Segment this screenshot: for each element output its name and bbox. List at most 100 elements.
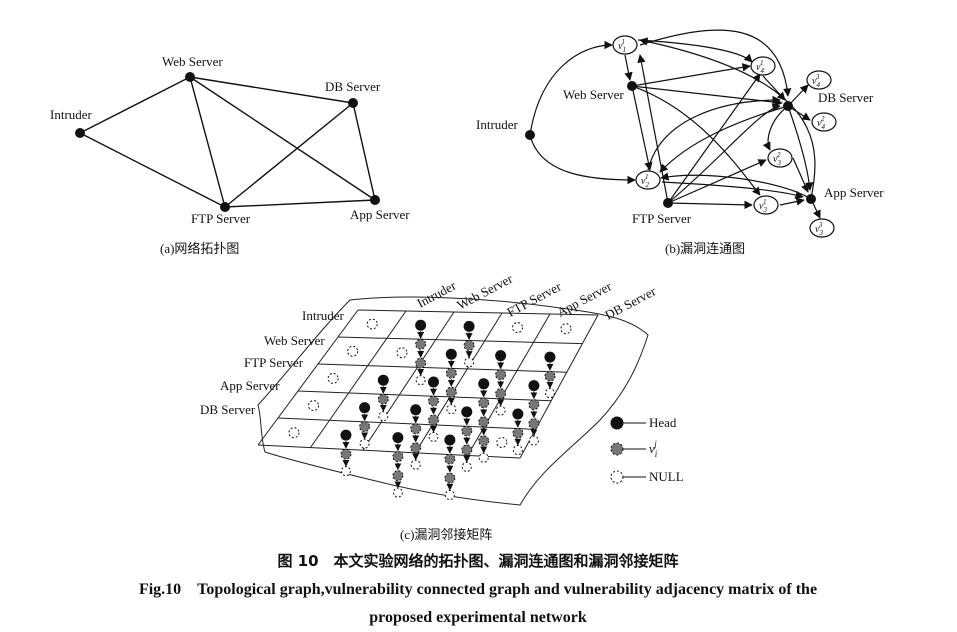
cell-head [478, 378, 490, 390]
edge-db-v21 [659, 105, 789, 173]
cell-vuln [528, 399, 540, 411]
vuln-node: v42 [811, 112, 837, 132]
cell-tail-null [478, 452, 489, 463]
matrix-col-line [309, 310, 407, 448]
edge-v31-app [779, 197, 805, 206]
row-header-ftp-server: FTP Server [244, 355, 304, 370]
cell-vuln [463, 339, 475, 351]
cell-tail-null [464, 357, 475, 368]
vuln-label: v41 [756, 59, 764, 75]
label-b-intruder: Intruder [476, 117, 519, 132]
matrix-cells [288, 318, 572, 501]
cell-vuln [444, 453, 456, 465]
cell-tail-null [446, 404, 457, 415]
cell-null [396, 347, 408, 359]
node-intruder [75, 128, 85, 138]
vuln-node: v43 [806, 70, 832, 90]
cell-tail-null [461, 461, 472, 472]
vuln-node: v31 [753, 195, 779, 215]
vuln-ellipse [612, 35, 638, 55]
cell-head [340, 429, 352, 441]
matrix-row-line [257, 444, 521, 459]
cell-vuln [461, 444, 473, 456]
cell-tail-null [392, 487, 403, 498]
cell-tail-null [340, 466, 351, 477]
label-ftp-server: FTP Server [191, 211, 251, 226]
cell-vuln [415, 338, 427, 350]
vuln-node: v41 [750, 56, 776, 76]
edge-db-app [787, 105, 814, 191]
cell-tail-null [410, 459, 421, 470]
cell-vuln [461, 425, 473, 437]
cell-vuln [445, 386, 457, 398]
edge-intruder-v11 [529, 40, 613, 136]
host-app [806, 194, 816, 204]
cell-tail-null [415, 375, 426, 386]
cell-vuln [392, 451, 404, 463]
node-ftp-server [220, 202, 230, 212]
cell-vuln [445, 367, 457, 379]
cell-head [392, 432, 404, 444]
vuln-label: v42 [817, 115, 825, 131]
cell-tail-null [428, 432, 439, 442]
edge-ftp-app [224, 199, 376, 208]
figure-caption-cn: 图 10 本文实验网络的拓扑图、漏洞连通图和漏洞邻接矩阵 [277, 552, 678, 570]
cell-null [496, 436, 508, 448]
cell-head [415, 319, 427, 331]
cell-vuln [512, 427, 524, 439]
matrix-col-line [362, 311, 455, 451]
edge-app-v11 [639, 37, 816, 200]
edge-ftp-db [667, 103, 781, 204]
edge-db-app [352, 102, 376, 201]
vuln-ellipse [809, 218, 835, 238]
vuln-label: v31 [759, 198, 767, 214]
edge-web-v31 [631, 85, 761, 196]
cell-vuln [528, 418, 540, 430]
host-ftp [663, 198, 673, 208]
cell-head [444, 434, 456, 446]
cell-null [512, 322, 524, 334]
matrix-row-line [317, 363, 567, 373]
matrix-surface-outline [257, 296, 649, 506]
matrix-row-line [337, 336, 583, 345]
matrix-legend: Head vij NULL [610, 415, 684, 484]
edge-intruder-ftp [79, 132, 226, 208]
host-web [627, 81, 637, 91]
edge-web-db [631, 85, 783, 107]
edge-web-ftp [189, 76, 226, 208]
legend-null-marker [610, 470, 624, 484]
label-app-server: App Server [350, 207, 410, 222]
vuln-node: v32 [767, 148, 793, 168]
row-header-web-server: Web Server [264, 333, 325, 348]
cell-head [463, 320, 475, 332]
label-b-ftp-server: FTP Server [632, 211, 692, 226]
vuln-label: v32 [773, 151, 781, 167]
cell-head [544, 351, 556, 363]
label-b-db-server: DB Server [818, 90, 874, 105]
cell-head [445, 348, 457, 360]
label-web-server: Web Server [162, 54, 223, 69]
cell-vuln [444, 472, 456, 484]
cell-null [560, 323, 572, 335]
edge-db-v32 [762, 105, 789, 151]
legend-vuln-marker [610, 442, 624, 456]
col-header-intruder: Intruder [414, 277, 459, 310]
edge-ftp-v31 [667, 200, 753, 210]
cell-tail-null [512, 445, 523, 456]
edge-v32-app [792, 157, 809, 193]
cell-vuln [415, 357, 427, 369]
cell-head [410, 404, 422, 416]
edge-v11-db [639, 29, 792, 97]
matrix-row-line [277, 417, 536, 430]
node-app-server [370, 195, 380, 205]
node-web-server [185, 72, 195, 82]
row-header-app-server: App Server [220, 378, 280, 393]
edge-ftp-db [224, 102, 354, 208]
cell-vuln [392, 470, 404, 482]
legend-head-label: Head [649, 415, 677, 430]
node-db-server [348, 98, 358, 108]
vuln-ellipse [635, 170, 661, 190]
cell-null [327, 372, 339, 384]
